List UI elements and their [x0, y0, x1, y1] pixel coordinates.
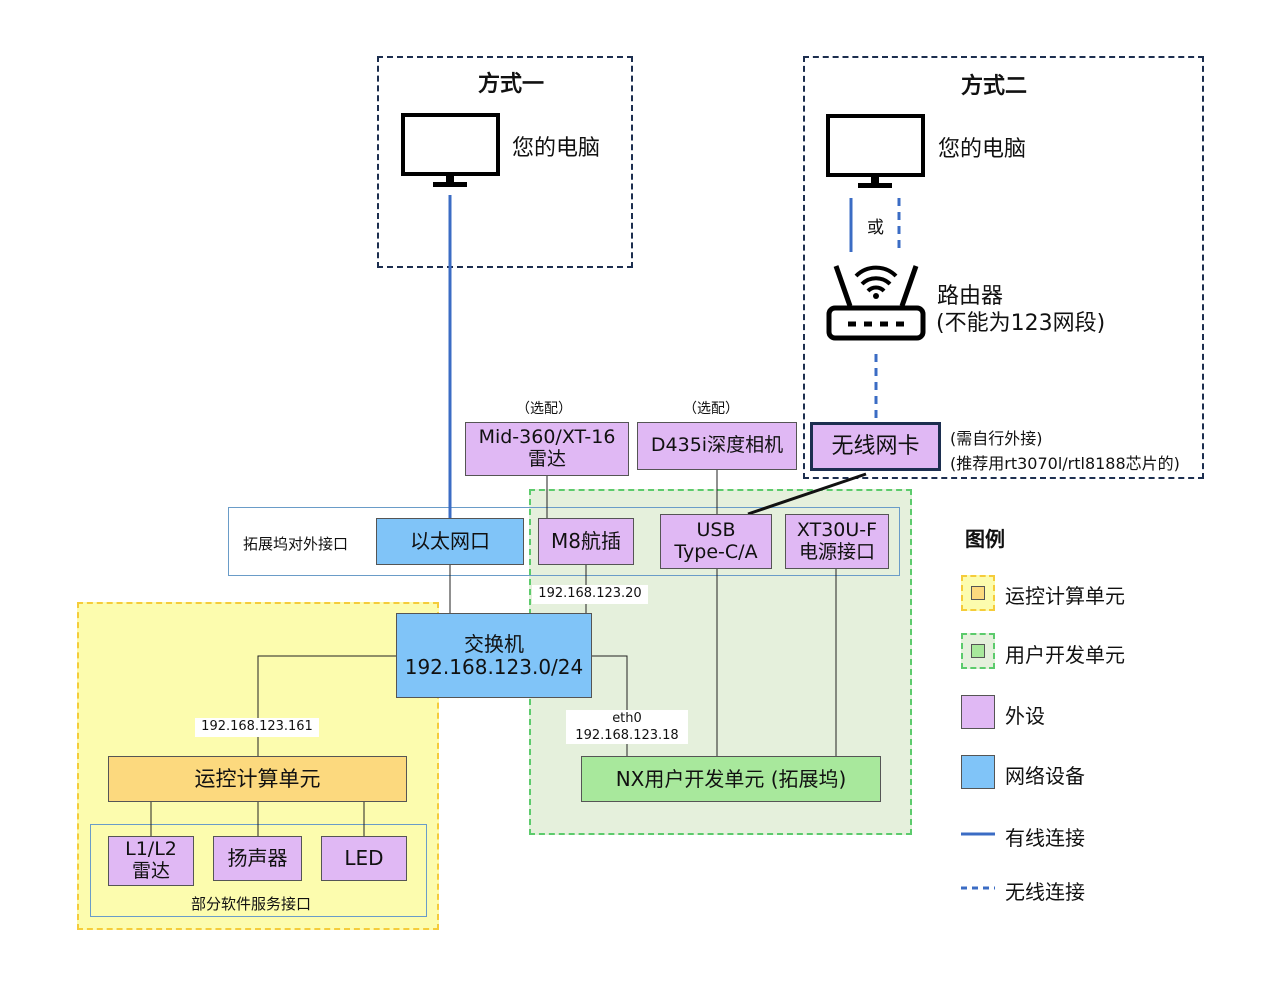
- speaker: 扬声器: [213, 836, 302, 881]
- ethernet-port: 以太网口: [376, 518, 524, 565]
- legend-wireless-line: [961, 886, 995, 890]
- or-label: 或: [867, 218, 884, 238]
- network-switch: 交换机 192.168.123.0/24: [396, 613, 592, 698]
- mode2-pc-label: 您的电脑: [938, 137, 1027, 162]
- lidar-peripheral: Mid-360/XT-16 雷达: [465, 422, 629, 476]
- router-icon: [826, 265, 926, 341]
- legend: 图例 运控计算单元 用户开发单元 外设 网络设备 有线连接 无线连接: [955, 515, 1215, 915]
- nx-ip-label: 192.168.123.18: [566, 727, 688, 744]
- legend-network-label: 网络设备: [1005, 764, 1085, 788]
- power-port: XT30U-F 电源接口: [785, 514, 889, 569]
- wifi-card-note: (需自行外接): [950, 429, 1043, 448]
- dock-interface-label: 拓展坞对外接口: [243, 535, 349, 553]
- services-label: 部分软件服务接口: [191, 895, 312, 913]
- mode1-pc-label: 您的电脑: [512, 136, 601, 161]
- mode1-frame: [377, 56, 633, 268]
- router-label: 路由器: [937, 284, 1004, 309]
- legend-swatch-network: [961, 755, 995, 789]
- legend-user-label: 用户开发单元: [1005, 643, 1125, 667]
- nx-iface-label: eth0: [566, 710, 688, 727]
- motion-control-unit: 运控计算单元: [108, 756, 407, 802]
- motion-ip-label: 192.168.123.161: [195, 718, 319, 737]
- mode1-title: 方式一: [478, 72, 545, 97]
- wifi-card-peripheral: 无线网卡: [810, 422, 941, 471]
- led: LED: [321, 836, 407, 881]
- m8-ip-label: 192.168.123.20: [532, 585, 648, 604]
- mode2-frame: [803, 56, 1204, 479]
- legend-wired-line: [961, 832, 995, 836]
- legend-motion-label: 运控计算单元: [1005, 584, 1125, 608]
- legend-swatch-user: [961, 633, 995, 669]
- legend-wired-label: 有线连接: [1005, 826, 1085, 850]
- legend-peripheral-label: 外设: [1005, 704, 1045, 728]
- l1-l2-lidar: L1/L2 雷达: [108, 836, 194, 886]
- legend-wireless-label: 无线连接: [1005, 880, 1085, 904]
- optional-tag-lidar: （选配）: [516, 401, 572, 417]
- wifi-card-chip-note: (推荐用rt3070l/rtl8188芯片的): [950, 454, 1180, 473]
- optional-tag-camera: （选配）: [683, 401, 739, 417]
- depth-camera-peripheral: D435i深度相机: [637, 422, 797, 470]
- dock-interface-frame: [228, 507, 900, 576]
- nx-dev-unit: NX用户开发单元 (拓展坞): [581, 756, 881, 802]
- monitor-icon: [826, 114, 925, 188]
- legend-swatch-peripheral: [961, 695, 995, 729]
- usb-port: USB Type-C/A: [660, 514, 772, 569]
- monitor-icon: [401, 113, 500, 187]
- legend-swatch-motion: [961, 575, 995, 611]
- legend-title: 图例: [965, 527, 1005, 551]
- router-note: (不能为123网段): [936, 311, 1106, 336]
- mode2-title: 方式二: [961, 74, 1028, 99]
- m8-connector: M8航插: [538, 518, 634, 565]
- wire-card-usb: [747, 472, 867, 516]
